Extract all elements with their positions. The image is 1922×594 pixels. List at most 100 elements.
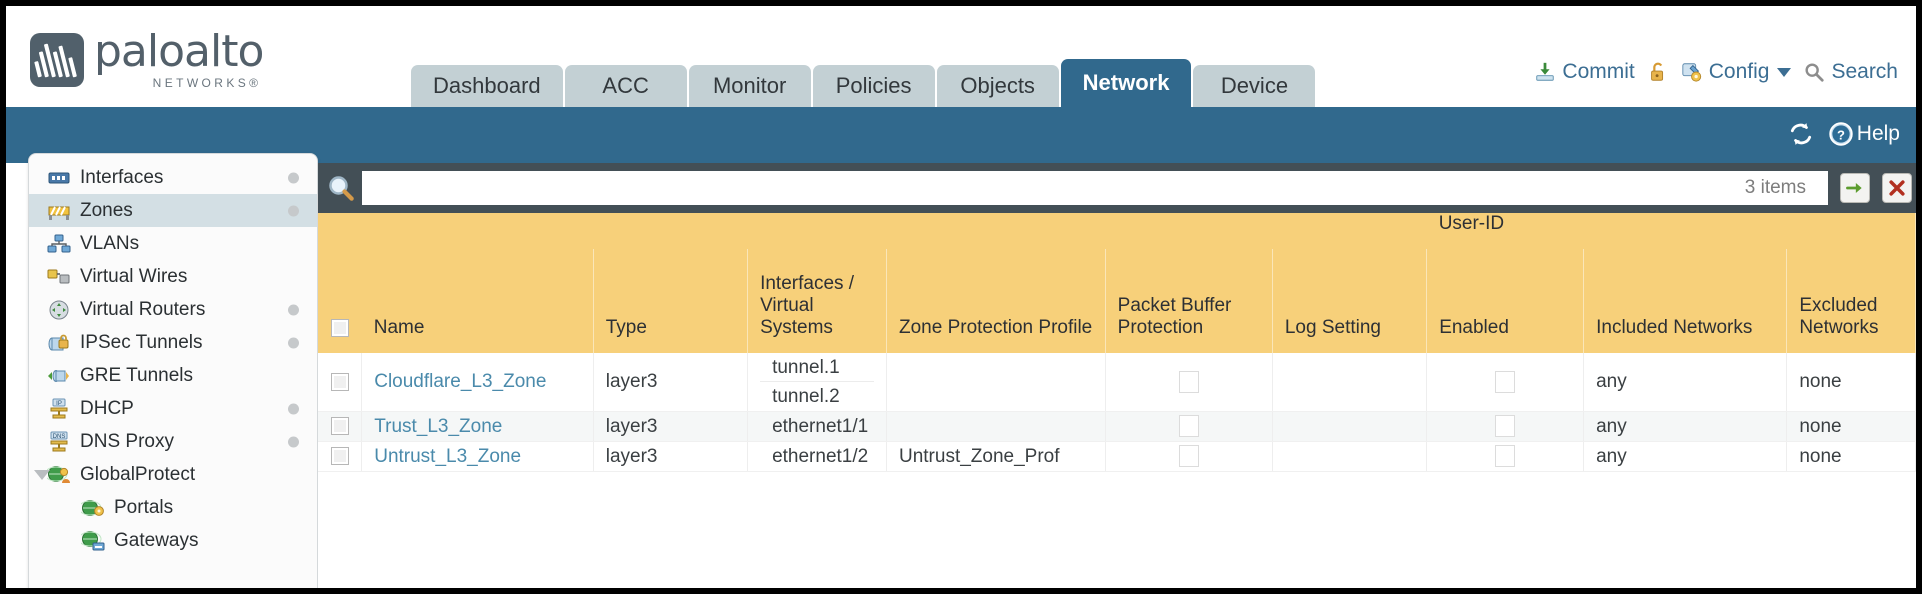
filter-toolbar: 3 items (318, 163, 1916, 213)
tab-objects[interactable]: Objects (936, 65, 1059, 107)
row-select-cell (318, 353, 363, 412)
col-included-networks[interactable]: Included Networks (1583, 249, 1788, 353)
interface-entry: ethernet1/2 (772, 446, 869, 467)
paloalto-logo-icon (30, 32, 84, 87)
packet-buffer-protection-checkbox[interactable] (1178, 370, 1199, 393)
userid-enabled-checkbox[interactable] (1495, 370, 1516, 393)
search-button[interactable]: Search (1803, 60, 1898, 84)
userid-enabled-cell (1426, 353, 1585, 412)
expand-collapse-caret-icon[interactable] (34, 469, 50, 480)
col-userid-enabled[interactable]: Enabled (1426, 249, 1585, 353)
select-all-header[interactable] (318, 249, 362, 353)
sidebar-item-label: Zones (80, 199, 133, 221)
zone-name-link[interactable]: Trust_L3_Zone (374, 415, 503, 437)
log-setting-cell (1272, 353, 1428, 412)
select-all-checkbox[interactable] (330, 318, 349, 337)
tab-acc[interactable]: ACC (564, 65, 687, 107)
zone-protection-profile-cell (886, 353, 1106, 412)
commit-label: Commit (1562, 60, 1635, 83)
refresh-icon[interactable] (1788, 121, 1814, 147)
sidebar-item-virtual-routers[interactable]: Virtual Routers (29, 293, 317, 326)
included-networks-cell: any (1583, 411, 1788, 442)
group-header-row: User-ID (318, 213, 1916, 249)
zones-table-container: User-ID Name Type Interfaces / Virtual S… (318, 213, 1916, 588)
row-checkbox[interactable] (330, 372, 349, 391)
brand-logo[interactable]: paloalto NETWORKS® (30, 30, 264, 89)
zone-protection-profile-cell: Untrust_Zone_Prof (886, 441, 1106, 472)
zone-name-cell[interactable]: Untrust_L3_Zone (361, 441, 594, 472)
col-type[interactable]: Type (593, 249, 749, 353)
sidebar-item-status-dot (288, 403, 299, 414)
sidebar-item-virtual-wires[interactable]: Virtual Wires (29, 260, 317, 293)
col-log-setting[interactable]: Log Setting (1272, 249, 1428, 353)
sidebar-item-status-dot (288, 304, 299, 315)
zone-interfaces-cell: ethernet1/1 (747, 411, 887, 442)
tab-dashboard[interactable]: Dashboard (411, 65, 563, 107)
excluded-networks-cell: none (1786, 411, 1916, 442)
zone-name-link[interactable]: Cloudflare_L3_Zone (374, 371, 547, 392)
packet-buffer-protection-cell (1105, 353, 1273, 412)
group-header-userid: User-ID (1426, 213, 1916, 249)
sidebar-item-interfaces[interactable]: Interfaces (29, 161, 317, 194)
chevron-down-icon[interactable] (1777, 67, 1792, 77)
help-button[interactable]: ? Help (1828, 121, 1900, 147)
packet-buffer-protection-checkbox[interactable] (1178, 445, 1199, 468)
interface-entry: tunnel.1 (760, 353, 874, 382)
lock-button[interactable] (1647, 61, 1669, 83)
tab-policies[interactable]: Policies (812, 65, 935, 107)
search-magnifier-icon[interactable] (326, 173, 356, 203)
zone-name-cell[interactable]: Trust_L3_Zone (361, 411, 594, 442)
sidebar-item-zones[interactable]: Zones (29, 194, 317, 227)
config-menu[interactable]: Config (1681, 60, 1792, 84)
help-question-icon: ? (1828, 121, 1854, 147)
userid-enabled-checkbox[interactable] (1495, 445, 1516, 468)
zones-icon (47, 200, 71, 222)
tab-device[interactable]: Device (1193, 65, 1316, 107)
dns-proxy-icon: DNS (47, 431, 71, 453)
packet-buffer-protection-checkbox[interactable] (1178, 415, 1199, 438)
userid-enabled-checkbox[interactable] (1495, 415, 1516, 438)
tab-monitor[interactable]: Monitor (688, 65, 811, 107)
sidebar-item-vlans[interactable]: VLANs (29, 227, 317, 260)
sidebar-item-gre-tunnels[interactable]: GRE Tunnels (29, 359, 317, 392)
sidebar-item-label: Portals (114, 496, 174, 518)
clear-filter-button[interactable] (1882, 173, 1912, 203)
apply-filter-button[interactable] (1840, 173, 1870, 203)
col-excluded-networks[interactable]: Excluded Networks (1786, 249, 1916, 353)
search-input[interactable] (362, 171, 1828, 205)
row-checkbox[interactable] (330, 417, 349, 436)
excluded-networks-cell: none (1786, 441, 1916, 472)
sidebar-item-ipsec-tunnels[interactable]: IPSec Tunnels (29, 326, 317, 359)
interface-entry: tunnel.2 (772, 386, 840, 407)
commit-button[interactable]: Commit (1534, 60, 1635, 84)
col-name[interactable]: Name (361, 249, 594, 353)
row-select-cell (318, 441, 363, 472)
main-content-panel: 3 items (318, 163, 1916, 588)
log-setting-cell (1272, 441, 1428, 472)
blue-bar-actions: ? Help (1788, 121, 1900, 147)
col-zone-protection-profile[interactable]: Zone Protection Profile (886, 249, 1106, 353)
col-packet-buffer-protection[interactable]: Packet Buffer Protection (1105, 249, 1273, 353)
sidebar-item-gateways[interactable]: Gateways (29, 524, 317, 557)
svg-text:DNS: DNS (53, 434, 66, 440)
zone-interfaces-cell: tunnel.1 tunnel.2 (747, 353, 887, 412)
sidebar-item-portals[interactable]: Portals (29, 491, 317, 524)
zone-name-link[interactable]: Untrust_L3_Zone (374, 445, 522, 467)
zone-name-cell[interactable]: Cloudflare_L3_Zone (361, 353, 594, 412)
column-header-row: Name Type Interfaces / Virtual Systems Z… (318, 249, 1916, 353)
sidebar-item-globalprotect[interactable]: GlobalProtect (29, 458, 317, 491)
row-checkbox[interactable] (330, 447, 349, 466)
packet-buffer-protection-cell (1105, 411, 1273, 442)
tab-network[interactable]: Network (1060, 59, 1192, 107)
excluded-networks-cell: none (1786, 353, 1916, 412)
ipsec-tunnels-icon (47, 332, 71, 354)
col-interfaces-vsys[interactable]: Interfaces / Virtual Systems (747, 249, 887, 353)
